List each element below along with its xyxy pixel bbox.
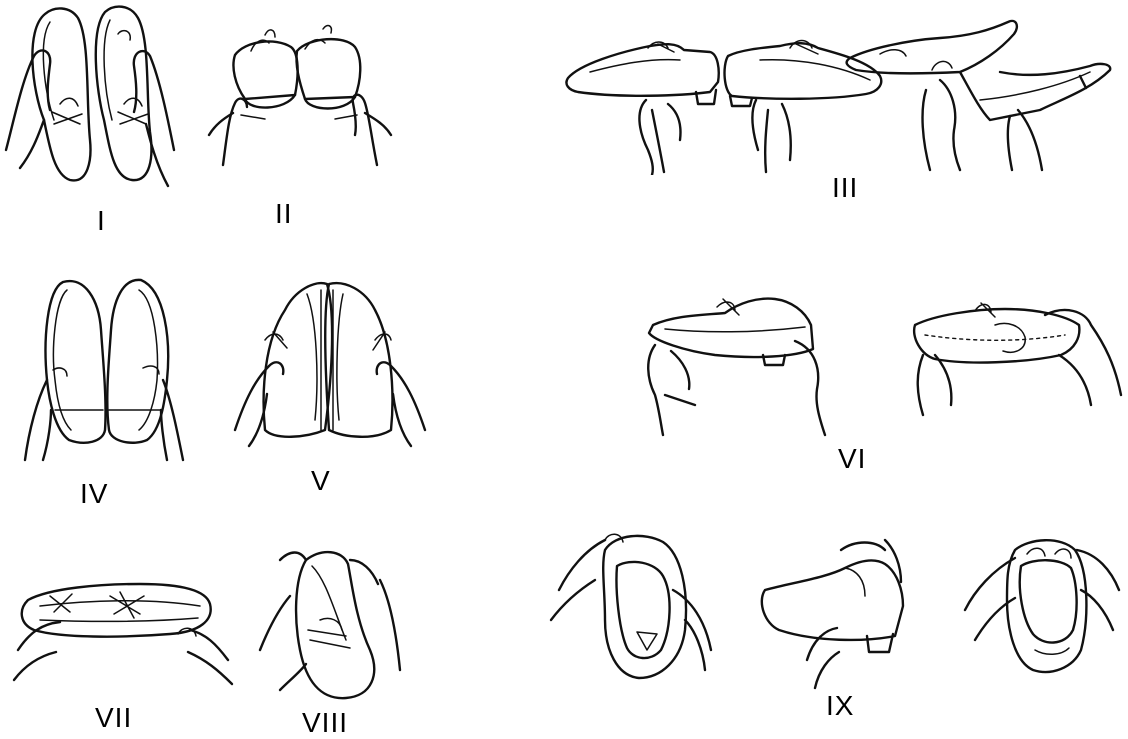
- figure-vi-illustration: [635, 285, 1125, 445]
- figure-viii-illustration: [250, 540, 410, 705]
- figure-ii-illustration: [205, 15, 395, 185]
- figure-v-illustration: [225, 270, 435, 460]
- figure-ix-illustration: [545, 510, 1125, 690]
- label-ix: IX: [826, 690, 854, 722]
- label-iii: III: [832, 172, 858, 204]
- label-viii: VIII: [302, 707, 348, 739]
- label-v: V: [311, 465, 331, 497]
- label-i: I: [97, 205, 106, 237]
- label-vi: VI: [838, 443, 866, 475]
- figure-vii-illustration: [10, 560, 235, 690]
- label-iv: IV: [80, 478, 108, 510]
- figure-i-illustration: [0, 0, 200, 200]
- figure-iii-illustration: [560, 0, 1120, 175]
- figure-iv-illustration: [15, 270, 195, 465]
- label-ii: II: [275, 198, 293, 230]
- label-vii: VII: [95, 702, 132, 734]
